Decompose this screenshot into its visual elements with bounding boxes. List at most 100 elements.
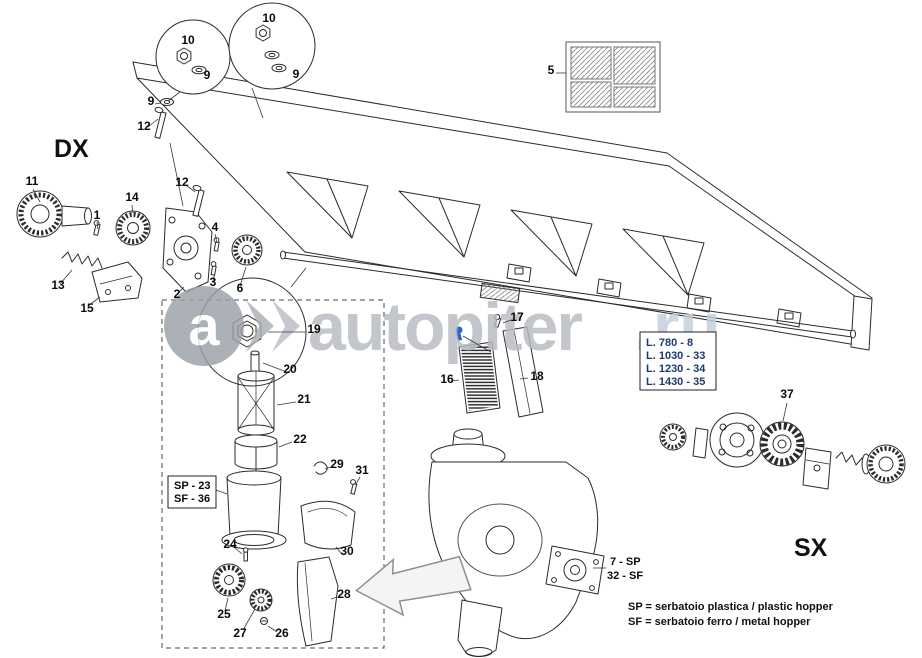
callout-labels: 10 9 10 9 9 12 12 5 11 14 1 4 13 15 2 3 … (26, 11, 794, 640)
callout-4: 4 (212, 220, 219, 234)
shaft-length-option: L. 780 - 8 (646, 337, 693, 349)
bolt-12-lower (192, 184, 205, 217)
callout-25: 25 (217, 607, 231, 621)
nut-10-icon (255, 24, 271, 42)
callout-10: 10 (262, 11, 276, 25)
callout-21: 21 (297, 392, 311, 406)
watermark-logo-icon (164, 286, 244, 366)
pinion-gear (659, 423, 687, 451)
bearing-6 (231, 234, 263, 266)
callout-17: 17 (510, 310, 524, 324)
shaft-length-option: L. 1430 - 35 (646, 376, 705, 388)
shaft-pin-20 (250, 350, 260, 373)
gear-wheel-14 (115, 210, 151, 246)
watermark-chevron-icon (246, 300, 274, 352)
screw-3 (210, 261, 217, 276)
frame-gusset (286, 171, 369, 239)
legend-sp: SP = serbatoio plastica / plastic hopper (628, 601, 834, 613)
output-flange (545, 545, 605, 595)
washer-9-icon (271, 63, 287, 73)
clip-29 (313, 461, 328, 475)
flange-disc (709, 412, 765, 468)
watermark-brand: autopiter (308, 289, 582, 365)
washer-9-icon (264, 50, 280, 60)
sx-assembly (659, 412, 906, 490)
screw-17-icon (493, 313, 502, 328)
callout-14: 14 (125, 190, 139, 204)
frame-bracket (776, 308, 802, 328)
callout-16: 16 (440, 372, 454, 386)
gearbox-variant-label: 7 - SP 32 - SF (607, 556, 643, 582)
callout-3: 3 (210, 275, 217, 289)
variant-outline-box (161, 299, 385, 649)
callout-30: 30 (340, 544, 354, 558)
frame-gusset (622, 228, 705, 296)
shaft-length-option: L. 1030 - 33 (646, 350, 705, 362)
gearbox-body (428, 461, 599, 640)
legend: SP = serbatoio plastica / plastic hopper… (628, 601, 834, 628)
frame-gusset (398, 190, 481, 258)
gearbox-variant-sp: 7 - SP (610, 556, 641, 568)
callout-5: 5 (548, 63, 555, 77)
callout-15: 15 (80, 301, 94, 315)
washer-9-icon (191, 65, 207, 75)
legend-sf: SF = serbatoio ferro / metal hopper (628, 616, 811, 628)
plate-18 (502, 326, 544, 418)
callout-18: 18 (530, 369, 544, 383)
screw-26 (260, 617, 268, 625)
highlighted-screw-icon (455, 326, 463, 341)
watermark-logo-letter: a (188, 294, 220, 357)
label-sx: SX (794, 534, 828, 562)
frame-end-plate (850, 295, 873, 351)
frame-bracket (596, 278, 622, 298)
bolt-12-upper (154, 106, 167, 139)
callout-28: 28 (337, 587, 351, 601)
bevel-gear-27 (249, 588, 273, 612)
sx-knob (861, 444, 906, 484)
ring-gear-37 (759, 421, 805, 467)
detail-bubble-b (228, 2, 316, 90)
callout-22: 22 (293, 432, 307, 446)
deflector-plates (455, 313, 544, 418)
frame-bracket (686, 293, 712, 313)
callout-11: 11 (26, 174, 39, 188)
dx-assembly (16, 98, 263, 303)
gearbox-chute (457, 599, 503, 657)
callout-13: 13 (51, 278, 65, 292)
callout-6: 6 (237, 281, 244, 295)
detail-bubble-a (155, 19, 231, 95)
callout-1: 1 (94, 208, 101, 222)
bracket-15 (91, 261, 143, 303)
gearbox-assembly (428, 428, 605, 657)
frame-bracket (506, 263, 532, 283)
spacer-plate (692, 427, 709, 459)
callout-12: 12 (137, 119, 151, 133)
shaft-sleeve (479, 282, 521, 304)
agitator-assembly (161, 299, 385, 649)
watermark-chevron-icon (272, 300, 300, 352)
info-sticker-5 (565, 41, 661, 113)
bevel-gear-25 (212, 563, 246, 597)
spring-13 (61, 251, 103, 269)
callout-20: 20 (283, 362, 297, 376)
callout-26: 26 (275, 626, 289, 640)
callout-24: 24 (223, 537, 237, 551)
drive-shaft (280, 250, 856, 339)
nut-10-icon (176, 47, 192, 65)
shaft-length-box: L. 780 - 8 L. 1030 - 33 L. 1230 - 34 L. … (639, 331, 717, 391)
callout-2: 2 (174, 287, 181, 301)
sx-bracket (802, 447, 832, 490)
callout-12: 12 (175, 175, 189, 189)
mount-plate-2 (162, 207, 213, 293)
label-dx: DX (54, 135, 89, 163)
gearbox-variant-sf: 32 - SF (607, 570, 643, 582)
callout-9: 9 (293, 67, 300, 81)
hopper-variant-sp: SP - 23 (174, 480, 211, 492)
leader-lines (32, 72, 788, 633)
callout-9: 9 (204, 68, 211, 82)
callout-37: 37 (780, 387, 794, 401)
pin-24 (243, 547, 249, 562)
knob-11 (16, 190, 92, 238)
